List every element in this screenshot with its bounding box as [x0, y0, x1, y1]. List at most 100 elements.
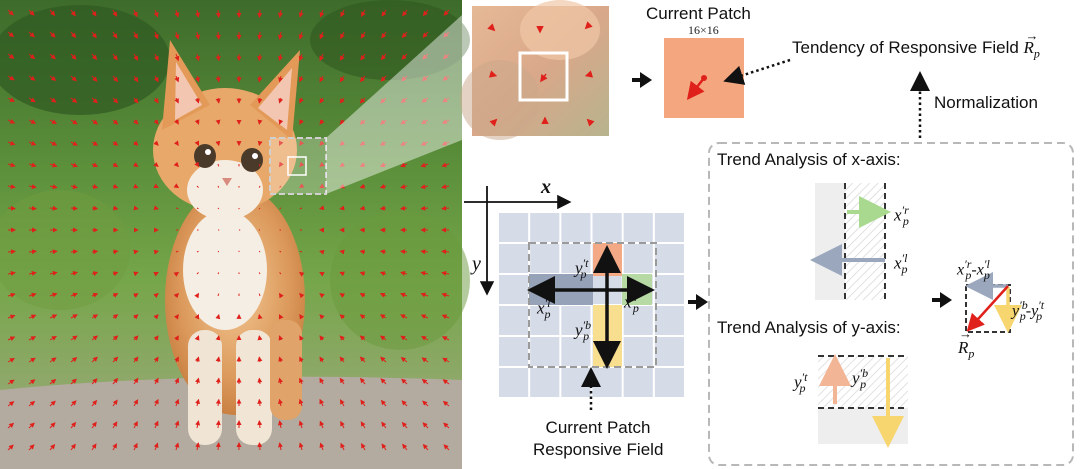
zoom-flow-arrow [584, 70, 594, 78]
flow-arrow [194, 97, 200, 104]
grid-cell [530, 337, 560, 366]
flow-arrow [70, 357, 78, 363]
flow-arrow [70, 292, 78, 298]
flow-arrow [133, 293, 139, 298]
flow-arrow [28, 119, 37, 124]
flow-arrow [443, 9, 450, 16]
flow-arrow [70, 205, 79, 211]
flow-arrow [49, 140, 58, 146]
flow-arrow [441, 205, 450, 211]
flow-arrow [215, 9, 221, 18]
flow-arrow [400, 249, 408, 255]
flow-arrow [28, 400, 36, 407]
flow-arrow [49, 9, 56, 17]
flow-arrow [420, 249, 429, 255]
flow-arrow [421, 378, 429, 385]
flow-arrow [7, 140, 16, 146]
flow-arrow [194, 313, 200, 320]
flow-arrow [7, 379, 15, 385]
flow-arrow [339, 293, 346, 298]
grid-cell [654, 213, 684, 242]
flow-arrow [7, 162, 16, 168]
grid-cell [623, 244, 653, 273]
flow-arrow [319, 377, 325, 385]
grid-cell [592, 213, 622, 242]
flow-arrow [359, 119, 366, 125]
flow-arrow [194, 119, 200, 125]
flow-arrow [319, 398, 325, 407]
flow-arrow [359, 314, 366, 320]
flow-arrow [319, 140, 325, 146]
flow-arrow [28, 184, 37, 190]
flow-arrow [422, 9, 429, 17]
flow-arrow [173, 183, 180, 189]
label-y-b-grid: y′bp [575, 318, 592, 344]
flow-arrow [279, 161, 284, 168]
flow-arrow [70, 31, 77, 39]
flow-arrow [215, 398, 221, 407]
flow-arrow [258, 250, 261, 253]
flow-arrow [133, 75, 139, 83]
grid-cell [530, 213, 560, 242]
flow-arrow [420, 184, 429, 190]
flow-arrow [49, 249, 58, 255]
flow-arrow [400, 357, 408, 363]
flow-arrow [7, 292, 16, 298]
flow-arrow [298, 420, 304, 429]
flow-arrow [91, 292, 99, 298]
flow-arrow [195, 75, 200, 83]
grid-cell [499, 368, 529, 397]
flow-arrow [174, 442, 180, 451]
flow-arrow [133, 97, 139, 104]
current-patch-title: Current Patch [646, 4, 751, 23]
flow-arrow [194, 356, 200, 363]
axis-x-label: x [541, 176, 551, 198]
grid-cell [561, 244, 591, 273]
flow-arrow [339, 314, 345, 320]
flow-arrow [133, 442, 138, 451]
flow-arrow [379, 271, 387, 276]
flow-arrow [217, 185, 220, 188]
flow-arrow [401, 53, 408, 60]
flow-arrow [380, 378, 387, 385]
flow-arrow [359, 356, 366, 363]
normalization-label: Normalization [934, 93, 1038, 112]
flow-arrow [279, 207, 282, 210]
flow-arrow [196, 185, 199, 188]
flow-arrow [112, 31, 118, 39]
flow-arrow [70, 97, 78, 103]
flow-arrow [7, 358, 15, 363]
flow-arrow [379, 249, 387, 255]
flow-arrow [196, 207, 199, 210]
grid-cell [499, 337, 529, 366]
flow-arrow [443, 444, 450, 451]
flow-arrow [319, 161, 325, 167]
flow-arrow [173, 271, 180, 277]
flow-arrow [360, 53, 366, 61]
flow-arrow [257, 9, 263, 18]
flow-arrow [49, 357, 57, 363]
flow-arrow [70, 421, 77, 429]
flow-arrow [133, 183, 139, 189]
flow-arrow [7, 314, 16, 320]
flow-arrow [112, 183, 119, 189]
flow-arrow [28, 314, 37, 320]
flow-arrow [91, 421, 97, 429]
flow-arrow [133, 31, 138, 40]
flow-arrow [153, 335, 159, 341]
zoom-flow-arrow [586, 118, 595, 127]
flow-arrow [443, 422, 450, 429]
flow-arrow [340, 442, 345, 451]
flow-arrow [28, 357, 36, 363]
flow-arrow [133, 249, 139, 255]
flow-arrow [153, 356, 159, 363]
zoom-flow-arrow [489, 118, 498, 127]
flow-arrow [133, 205, 139, 211]
flow-arrow [379, 184, 387, 189]
flow-arrow [422, 443, 429, 451]
flow-arrow [257, 377, 263, 385]
flow-arrow [441, 249, 450, 255]
flow-arrow [112, 399, 118, 407]
label-x-diff: x′rp-x′lp [957, 257, 990, 282]
flow-arrow [319, 183, 325, 189]
